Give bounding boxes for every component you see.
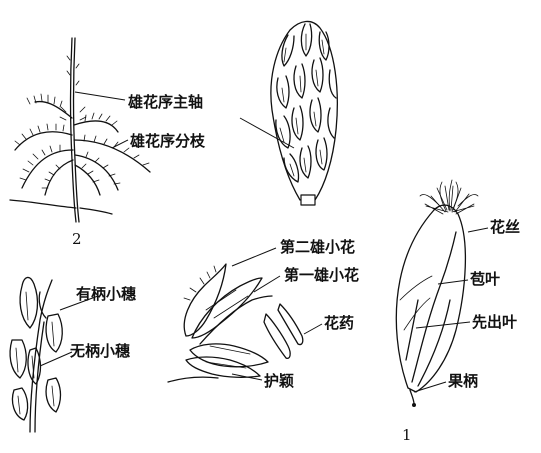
label-bract: 苞叶 — [470, 270, 500, 288]
label-sessile-spikelet: 无柄小穗 — [69, 342, 130, 360]
label-tassel-main-axis: 雄花序主轴 — [127, 93, 203, 111]
tassel-spike-closeup-drawing — [240, 21, 337, 205]
label-ear-stalk: 果柄 — [447, 372, 478, 390]
label-second-male-floret: 第二雄小花 — [280, 238, 355, 256]
label-silk: 花丝 — [490, 218, 520, 236]
label-anther: 花药 — [324, 314, 354, 332]
tassel-drawing — [10, 38, 150, 222]
label-tassel-branch: 雄花序分枝 — [129, 132, 206, 150]
figure-number-2: 2 — [72, 230, 82, 248]
label-glume: 护颖 — [264, 372, 294, 390]
figure-number-1: 1 — [402, 426, 412, 444]
label-prophyll: 先出叶 — [472, 313, 517, 331]
label-pedicelled-spikelet: 有柄小穗 — [76, 285, 136, 303]
label-first-male-floret: 第一雄小花 — [284, 266, 359, 284]
